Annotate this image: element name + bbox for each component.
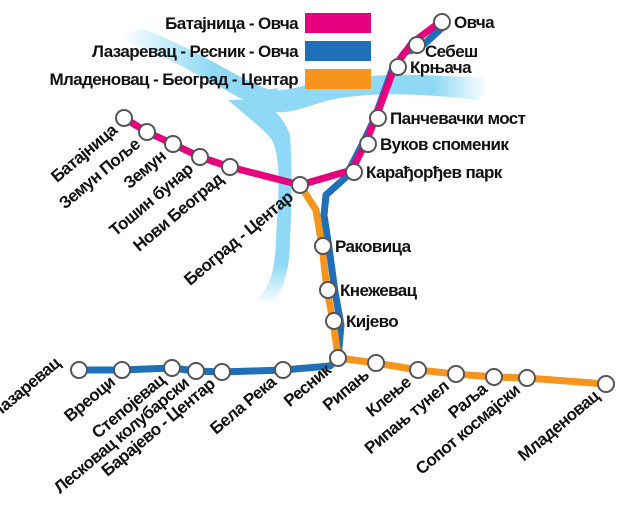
station-label: Вуков споменик	[380, 135, 509, 154]
station-marker[interactable]	[447, 365, 465, 383]
station-label: Себеш	[425, 42, 478, 61]
station-marker[interactable]	[191, 148, 209, 166]
station-marker[interactable]	[138, 123, 156, 141]
station-marker[interactable]	[597, 375, 615, 393]
station-label: Кијево	[346, 312, 398, 331]
sava-river	[228, 100, 292, 305]
river-island	[250, 88, 278, 99]
station-label: Кнежевац	[340, 281, 418, 300]
station-marker[interactable]	[70, 361, 88, 379]
station-marker[interactable]	[518, 369, 536, 387]
station-marker[interactable]	[367, 354, 385, 372]
station-marker[interactable]	[485, 368, 503, 386]
station-marker[interactable]	[164, 135, 182, 153]
station-label: Младеновац	[514, 386, 603, 465]
station-marker[interactable]	[291, 176, 309, 194]
station-marker[interactable]	[409, 361, 427, 379]
legend-label: Лазаревац - Ресник - Овча	[92, 42, 299, 61]
station-marker[interactable]	[319, 281, 337, 299]
station-label: Овча	[454, 13, 495, 32]
station-marker[interactable]	[213, 363, 231, 381]
station-marker[interactable]	[433, 13, 451, 31]
legend-swatch	[305, 69, 371, 89]
station-marker[interactable]	[359, 135, 377, 153]
legend-label: Батајница - Овча	[165, 14, 299, 33]
legend-swatch	[305, 13, 371, 33]
station-label: Лесковац колубарски	[50, 373, 192, 497]
station-marker[interactable]	[113, 361, 131, 379]
station-marker[interactable]	[314, 237, 332, 255]
station-marker[interactable]	[369, 109, 387, 127]
station-label: Панчевачки мост	[390, 109, 526, 128]
legend-swatch	[305, 41, 371, 61]
station-marker[interactable]	[163, 359, 181, 377]
station-marker[interactable]	[187, 362, 205, 380]
danube-river	[120, 28, 488, 113]
station-label: Бела Река	[206, 372, 280, 438]
station-marker[interactable]	[345, 163, 363, 181]
station-marker[interactable]	[115, 109, 133, 127]
station-marker[interactable]	[221, 158, 239, 176]
station-label: Раковица	[335, 237, 412, 256]
station-label: Крњача	[410, 58, 472, 77]
legend-label: Младеновац - Београд - Центар	[49, 70, 298, 89]
station-label: Лазаревац	[0, 353, 65, 422]
station-marker[interactable]	[389, 58, 407, 76]
rivers	[120, 28, 488, 305]
station-marker[interactable]	[325, 312, 343, 330]
station-label: Карађорђев парк	[366, 163, 503, 182]
station-marker[interactable]	[274, 361, 292, 379]
station-marker[interactable]	[329, 349, 347, 367]
station-marker[interactable]	[408, 36, 426, 54]
